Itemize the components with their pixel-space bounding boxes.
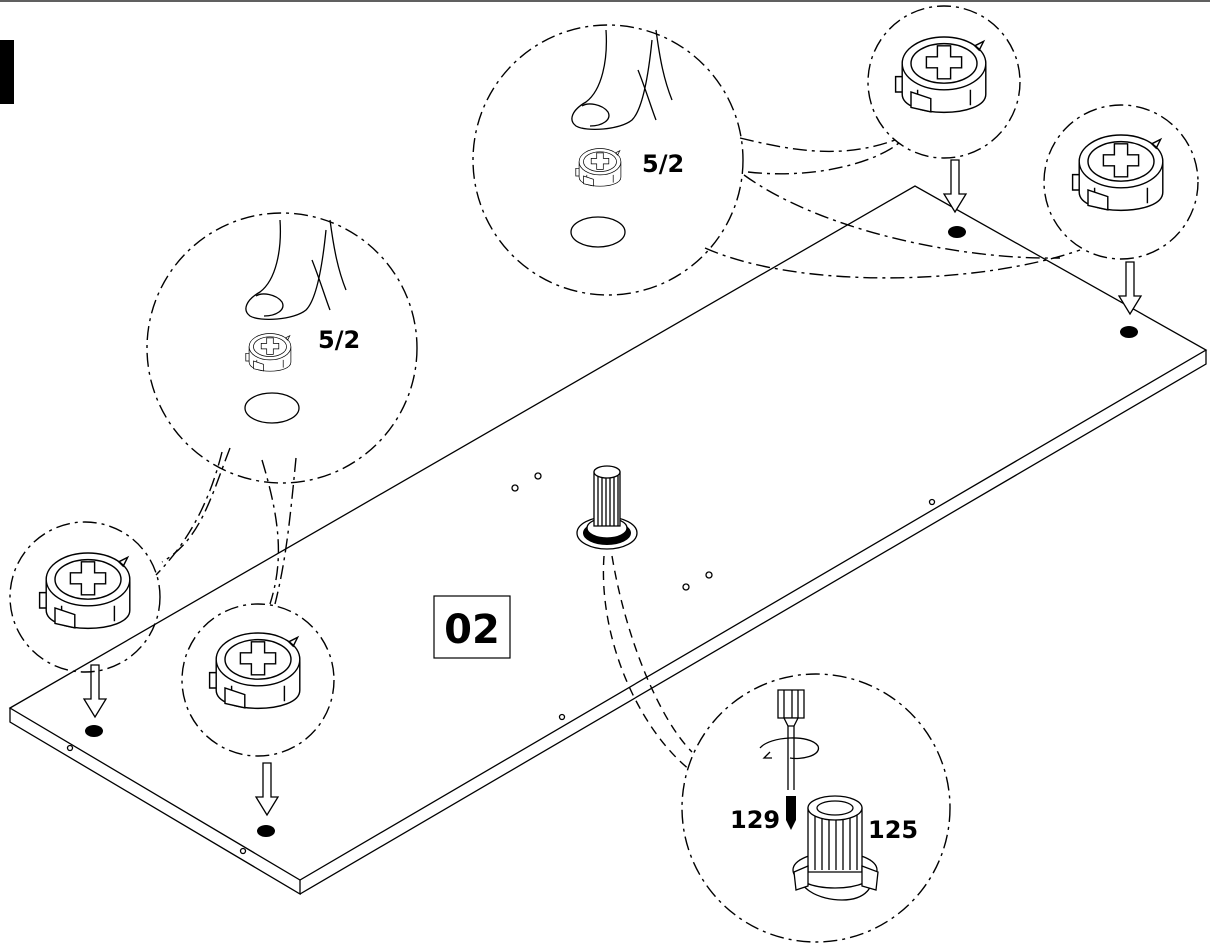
- cam-hole-left: [85, 725, 103, 737]
- cam-hole-right: [1120, 326, 1138, 338]
- finger-press-icon: [571, 29, 673, 131]
- cam-lock-fitting-icon: [1071, 134, 1164, 212]
- step-number-box: 02: [433, 595, 511, 659]
- cam-hole-top: [948, 226, 966, 238]
- screwdriver-icon: [759, 689, 820, 790]
- cam-press-callout-left: 5/2: [146, 212, 418, 484]
- screw-part-number: 129: [730, 806, 780, 834]
- finger-press-icon: [245, 219, 347, 321]
- cam-hole-bottom: [257, 825, 275, 837]
- cam-detail-left: [9, 521, 161, 673]
- page-marker: [0, 40, 14, 104]
- cam-lock-fitting-icon: [38, 552, 131, 630]
- cam-press-callout-top: 5/2: [472, 24, 744, 296]
- dowel-screw-callout: 129 125: [681, 673, 951, 943]
- dowel-insert-on-board: [576, 465, 638, 550]
- dowel-insert-icon: [792, 795, 879, 901]
- leader-lines: [155, 137, 1081, 771]
- cam-quantity-label: 5/2: [642, 150, 684, 178]
- dowel-part-number: 125: [868, 816, 918, 844]
- cam-quantity-label: 5/2: [318, 326, 360, 354]
- cam-lock-fitting-icon: [575, 148, 622, 187]
- cam-detail-bottom: [181, 603, 335, 757]
- cam-detail-top: [867, 5, 1021, 159]
- cam-lock-fitting-icon: [208, 632, 301, 710]
- screw-icon: [786, 796, 796, 830]
- step-number: 02: [444, 607, 500, 653]
- cam-detail-right: [1043, 104, 1199, 260]
- cam-lock-fitting-icon: [894, 36, 987, 114]
- cam-lock-fitting-icon: [245, 333, 292, 372]
